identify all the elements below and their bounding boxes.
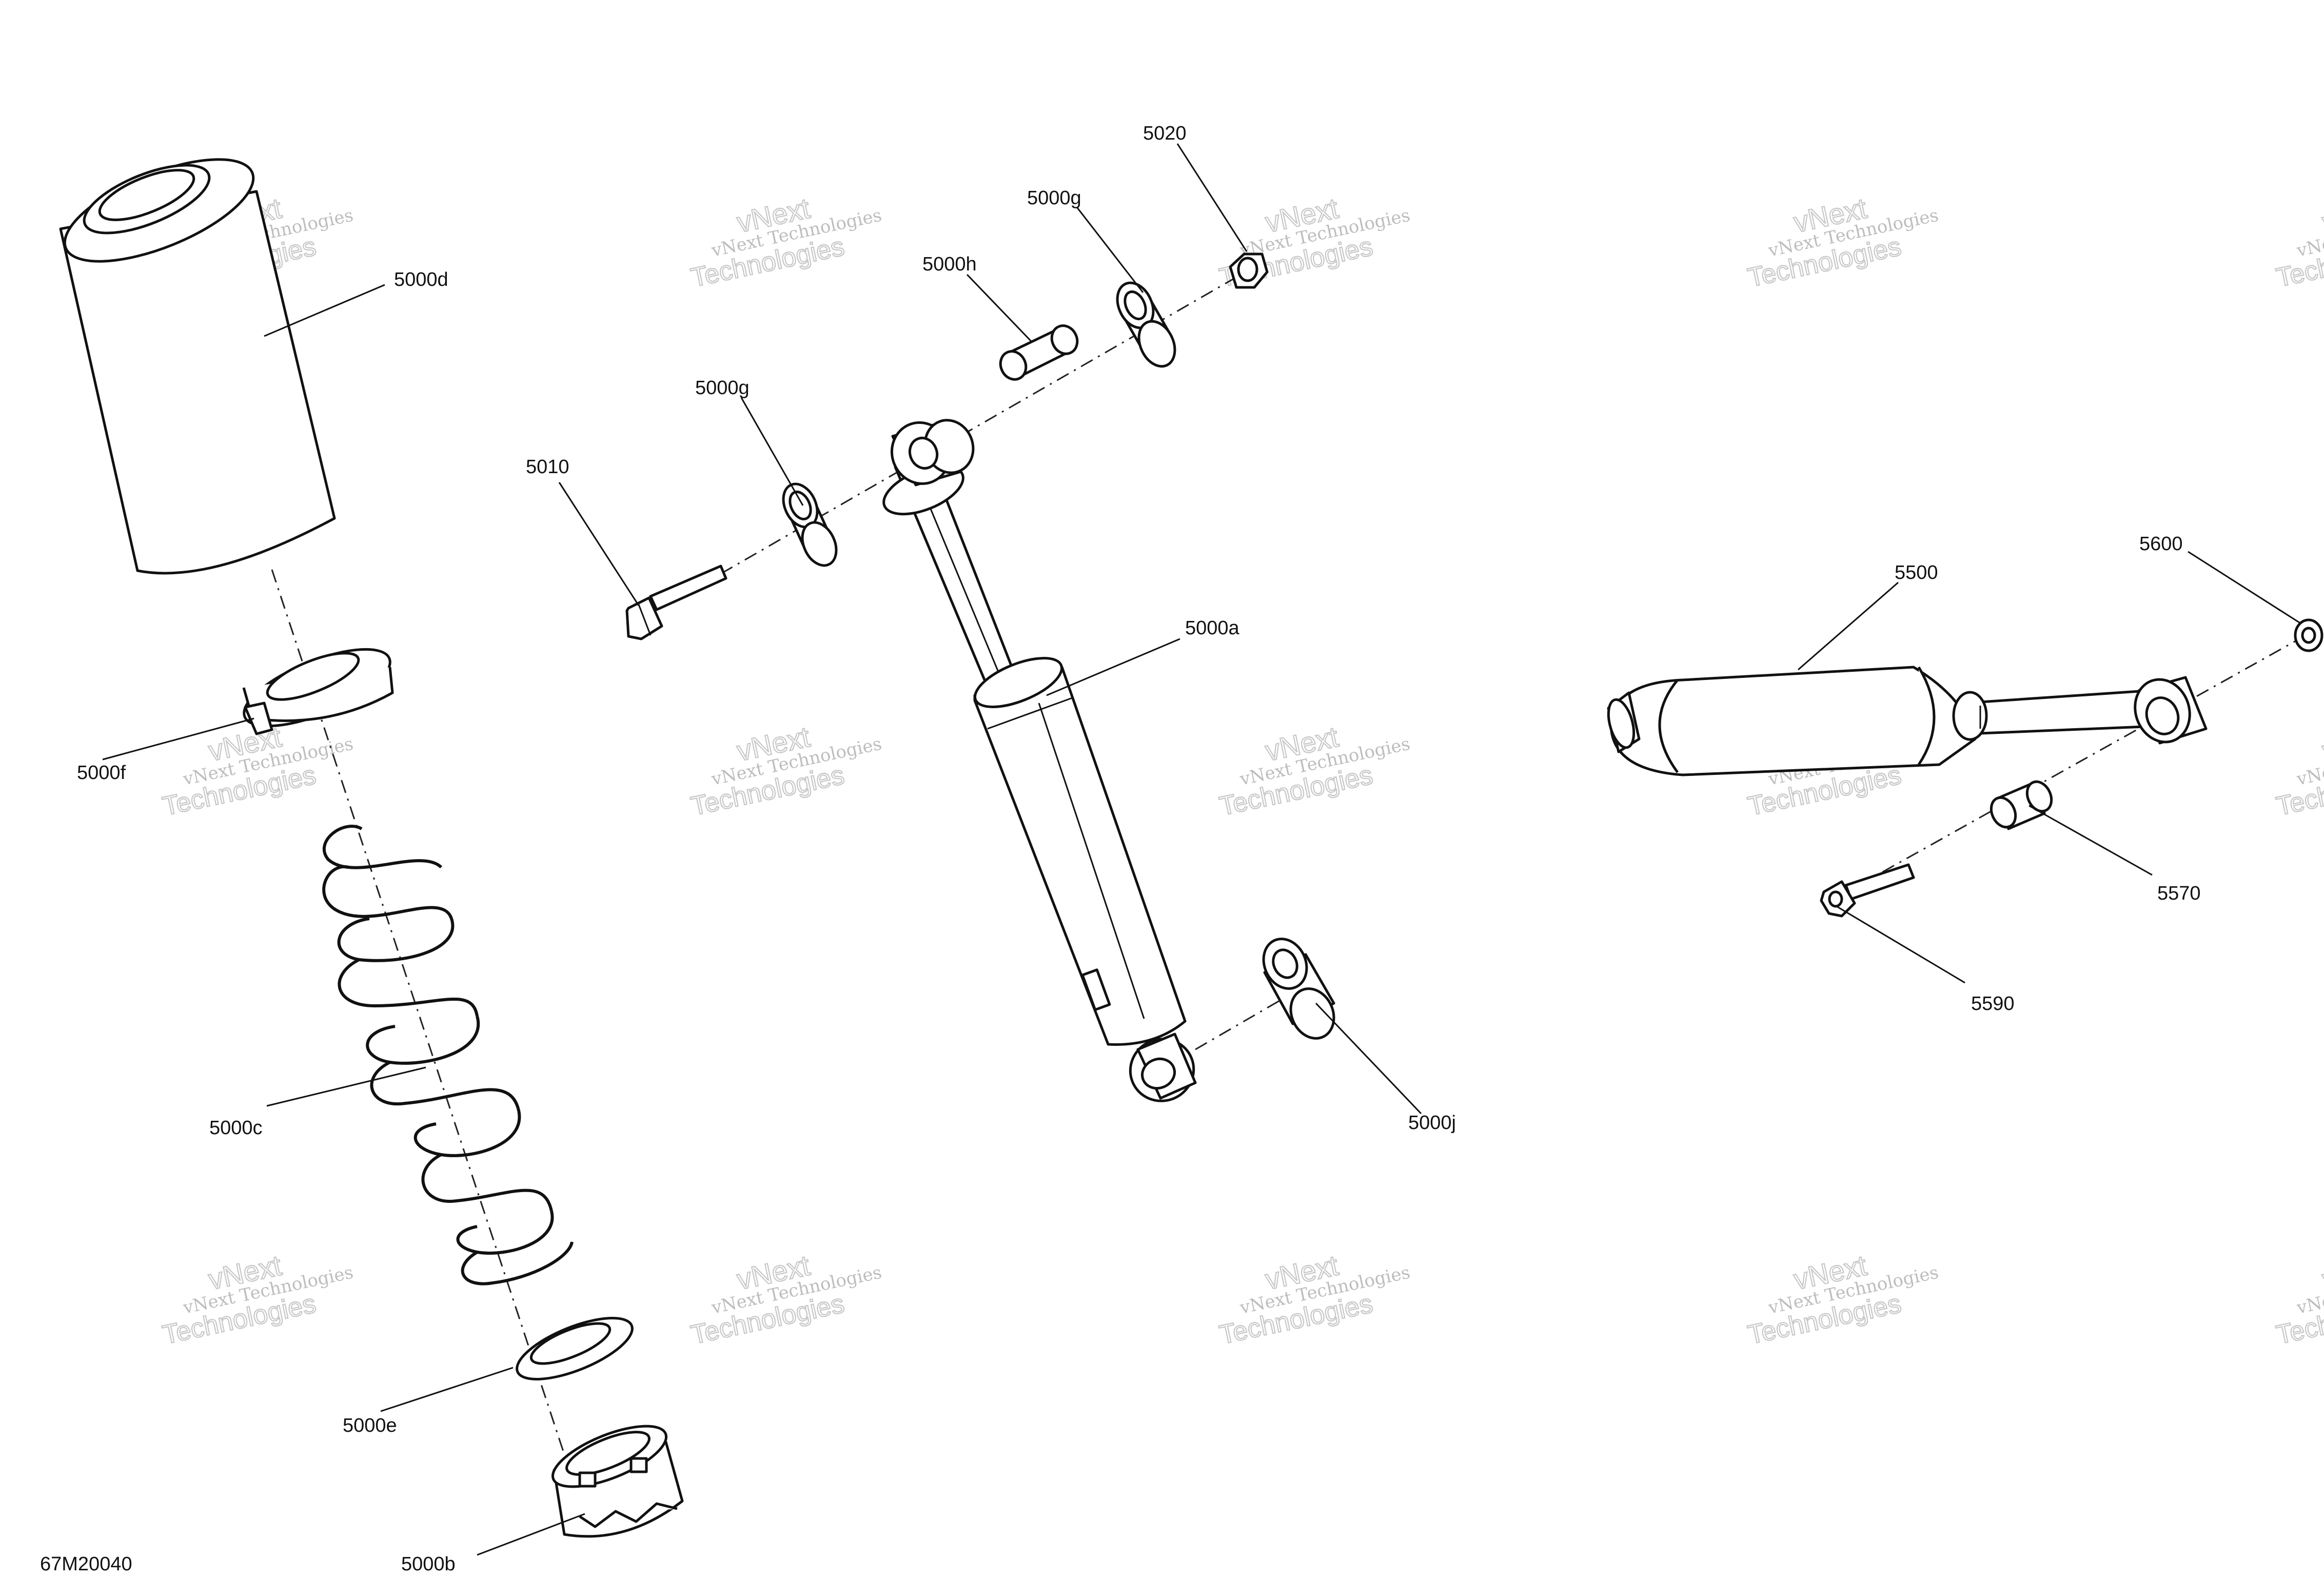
- part-5000b-adjuster: [551, 1425, 684, 1538]
- part-5600-nut: [2294, 618, 2323, 652]
- callout-5000c: 5000c: [209, 1117, 263, 1139]
- callout-5000b: 5000b: [401, 1553, 456, 1575]
- svg-text:vNext Technologies: vNext Technologies: [2295, 1262, 2324, 1318]
- part-5000a-shock: [882, 419, 1197, 1102]
- svg-text:vNext: vNext: [2319, 1249, 2324, 1296]
- leader-5590: [1835, 905, 1965, 984]
- axis-top-mount: [720, 266, 1255, 575]
- leader-5020: [1176, 143, 1248, 252]
- leader-5000d: [264, 284, 385, 337]
- callout-5500: 5500: [1895, 562, 1938, 583]
- watermark: vNext Technologies vNext Technologies: [1745, 191, 1940, 294]
- callout-5590: 5590: [1971, 993, 2015, 1015]
- watermark: vNext Technologies vNext Technologies: [688, 719, 883, 822]
- callout-5000a: 5000a: [1185, 617, 1240, 639]
- leader-5010: [558, 482, 640, 606]
- watermark-layer: vNext Technologies vNext Technologies vN…: [160, 191, 2324, 1351]
- callout-5570: 5570: [2157, 883, 2201, 904]
- part-5000j-bushing: [1262, 938, 1335, 1040]
- watermark: vNext Technologies vNext Technologies: [2273, 719, 2324, 822]
- leader-5000g-left: [740, 397, 804, 506]
- svg-text:vNext: vNext: [2319, 192, 2324, 239]
- leader-5600: [2188, 551, 2301, 625]
- part-5000f-collar: [242, 648, 394, 735]
- leader-5000g-right: [1076, 207, 1144, 293]
- callout-5000j: 5000j: [1408, 1112, 1456, 1134]
- leader-5000f: [102, 717, 254, 761]
- leader-5000a: [1046, 638, 1180, 696]
- watermark: vNext Technologies vNext Technologies: [688, 1248, 883, 1351]
- part-5570-spacer: [1990, 780, 2053, 830]
- callout-5000g-right: 5000g: [1027, 187, 1081, 209]
- watermark: vNext Technologies vNext Technologies: [2273, 1248, 2324, 1351]
- part-5000h-spacer: [999, 324, 1079, 381]
- leader-5570: [2028, 805, 2153, 876]
- leader-5000e: [380, 1367, 514, 1412]
- watermark: vNext Technologies vNext Technologies: [688, 191, 883, 294]
- callout-5600: 5600: [2139, 533, 2183, 555]
- leader-5000b: [477, 1513, 585, 1556]
- watermark: vNext Technologies vNext Technologies: [160, 1248, 355, 1351]
- part-5500-shock: [1607, 666, 2208, 776]
- part-5010-bolt: [625, 564, 727, 640]
- part-5000d-cover: [59, 158, 336, 575]
- leader-5000j: [1315, 1002, 1422, 1115]
- callout-5000f: 5000f: [77, 762, 126, 784]
- callout-5000e: 5000e: [343, 1415, 397, 1436]
- part-5020-nut: [1229, 252, 1269, 289]
- axis-bottom-mount: [1195, 992, 1293, 1050]
- callout-5020: 5020: [1143, 123, 1187, 144]
- watermark: vNext Technologies vNext Technologies: [1216, 1248, 1412, 1351]
- svg-text:vNext: vNext: [2319, 721, 2324, 767]
- leader-5500: [1798, 581, 1899, 671]
- watermark: vNext Technologies vNext Technologies: [2273, 191, 2324, 294]
- part-5590-bolt: [1820, 863, 1915, 918]
- callout-5000g-left: 5000g: [695, 377, 750, 399]
- leader-5000c: [266, 1066, 426, 1107]
- callout-5000d: 5000d: [394, 269, 448, 290]
- part-5000e-seat: [516, 1317, 634, 1380]
- part-5000c-spring: [322, 825, 574, 1286]
- svg-text:vNext Technologies: vNext Technologies: [2295, 205, 2324, 261]
- callout-labels: 5000d 5000f 5000c 5000e 5000b 5010 5000g…: [40, 123, 2201, 1575]
- leader-5000h: [966, 274, 1032, 342]
- callout-5010: 5010: [526, 456, 569, 478]
- part-5000g-bushing-left: [782, 482, 838, 567]
- watermark: vNext Technologies vNext Technologies: [1216, 719, 1412, 822]
- watermark: vNext Technologies vNext Technologies: [1745, 1248, 1940, 1351]
- svg-text:vNext Technologies: vNext Technologies: [2295, 733, 2324, 790]
- axis-right-mount: [1834, 631, 2312, 900]
- callout-5000h: 5000h: [922, 254, 977, 275]
- leader-lines: [102, 143, 2301, 1556]
- part-5000g-bushing-right: [1116, 281, 1176, 368]
- diagram-code: 67M20040: [40, 1553, 132, 1575]
